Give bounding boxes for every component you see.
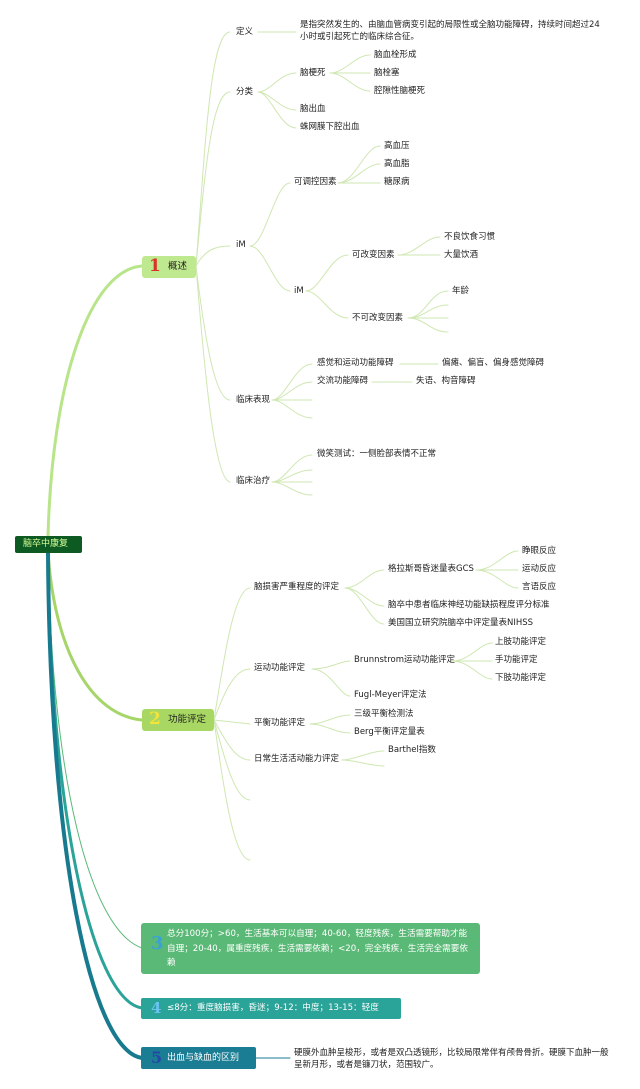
node-infarct[interactable]: 脑梗死 <box>300 68 326 78</box>
gcs-score-text: ≤8分：重度脑损害，昏迷；9-12：中度；13-15：轻度 <box>167 1003 379 1013</box>
node-classification[interactable]: 分类 <box>236 87 254 97</box>
node-gcs[interactable]: 格拉斯哥昏迷量表GCS <box>388 564 474 574</box>
node-balance[interactable]: 平衡功能评定 <box>254 718 306 728</box>
controllable-item[interactable]: 高血脂 <box>384 159 410 169</box>
infarct-item[interactable]: 腔隙性脑梗死 <box>374 86 426 96</box>
node-risk-sub[interactable]: iM <box>294 286 304 296</box>
sensory-detail[interactable]: 偏瘫、偏盲、偏身感觉障碍 <box>442 358 545 368</box>
node-treatment[interactable]: 临床治疗 <box>236 476 271 486</box>
gcs-item[interactable]: 言语反应 <box>522 582 557 592</box>
controllable-item[interactable]: 糖尿病 <box>384 177 410 187</box>
modifiable-item[interactable]: 大量饮酒 <box>444 250 479 260</box>
node-sah[interactable]: 蛛网膜下腔出血 <box>300 122 360 132</box>
node-hemorrhage[interactable]: 脑出血 <box>300 104 326 114</box>
node-adl[interactable]: 日常生活活动能力评定 <box>254 754 340 764</box>
branch-overview[interactable]: 1 概述 <box>142 256 196 278</box>
branch-number: 2 <box>149 709 161 729</box>
node-fugl-meyer[interactable]: Fugl-Meyer评定法 <box>354 690 427 700</box>
brunnstrom-item[interactable]: 上肢功能评定 <box>495 637 547 647</box>
branch-label: 功能评定 <box>168 714 207 725</box>
gcs-item[interactable]: 运动反应 <box>522 564 557 574</box>
node-risk[interactable]: iM <box>236 240 246 250</box>
hematoma-difference-text: 硬膜外血肿呈梭形，或者是双凸透镜形，比较局限常伴有颅骨骨折。硬膜下血肿一般呈新月… <box>294 1048 609 1070</box>
node-brain-damage[interactable]: 脑损害严重程度的评定 <box>254 582 340 592</box>
node-nihss-cn[interactable]: 脑卒中患者临床神经功能缺损程度评分标准 <box>388 600 550 610</box>
balance-item[interactable]: Berg平衡评定量表 <box>354 727 425 737</box>
node-communication[interactable]: 交流功能障碍 <box>317 376 369 386</box>
infarct-item[interactable]: 脑栓塞 <box>374 68 400 78</box>
branch-label: 出血与缺血的区别 <box>167 1053 240 1063</box>
barthel-score-text: 总分100分；>60，生活基本可以自理；40-60，轻度残疾，生活需要帮助才能自… <box>167 929 468 968</box>
smile-test[interactable]: 微笑测试：一侧脸部表情不正常 <box>317 449 437 459</box>
branch-number: 5 <box>151 1048 163 1067</box>
branch-label: 概述 <box>168 261 188 272</box>
node-sensory[interactable]: 感觉和运动功能障碍 <box>317 358 394 368</box>
infarct-item[interactable]: 脑血栓形成 <box>374 50 417 60</box>
modifiable-item[interactable]: 不良饮食习惯 <box>444 232 496 242</box>
branch-gcs-score[interactable]: 4 ≤8分：重度脑损害，昏迷；9-12：中度；13-15：轻度 <box>141 998 401 1019</box>
branch-assessment[interactable]: 2 功能评定 <box>142 709 214 731</box>
unmodifiable-item[interactable]: 年龄 <box>452 286 470 296</box>
branch-number: 4 <box>151 999 162 1017</box>
branch-number: 3 <box>151 933 164 954</box>
node-unmodifiable[interactable]: 不可改变因素 <box>352 313 404 323</box>
node-motor[interactable]: 运动功能评定 <box>254 663 306 673</box>
branch-hemorrhage-vs-ischemia[interactable]: 5 出血与缺血的区别 <box>141 1047 256 1069</box>
root-node[interactable]: 脑卒中康复 <box>15 536 82 553</box>
communication-detail[interactable]: 失语、构音障碍 <box>416 376 476 386</box>
branch-barthel-score[interactable]: 3 总分100分；>60，生活基本可以自理；40-60，轻度残疾，生活需要帮助才… <box>141 923 480 974</box>
definition-text: 是指突然发生的、由脑血管病变引起的局限性或全脑功能障碍，持续时间超过24小时或引… <box>300 20 600 42</box>
node-brunnstrom[interactable]: Brunnstrom运动功能评定 <box>354 655 456 665</box>
node-nihss[interactable]: 美国国立研究院脑卒中评定量表NIHSS <box>388 618 534 628</box>
balance-item[interactable]: 三级平衡检测法 <box>354 709 414 719</box>
node-definition[interactable]: 定义 <box>236 27 254 37</box>
gcs-item[interactable]: 睁眼反应 <box>522 546 557 556</box>
node-modifiable[interactable]: 可改变因素 <box>352 250 395 260</box>
brunnstrom-item[interactable]: 下肢功能评定 <box>495 673 547 683</box>
node-controllable[interactable]: 可调控因素 <box>294 177 337 187</box>
node-barthel[interactable]: Barthel指数 <box>388 745 436 755</box>
controllable-item[interactable]: 高血压 <box>384 141 410 151</box>
node-clinical[interactable]: 临床表现 <box>236 395 271 405</box>
brunnstrom-item[interactable]: 手功能评定 <box>495 655 538 665</box>
branch-number: 1 <box>149 256 161 276</box>
